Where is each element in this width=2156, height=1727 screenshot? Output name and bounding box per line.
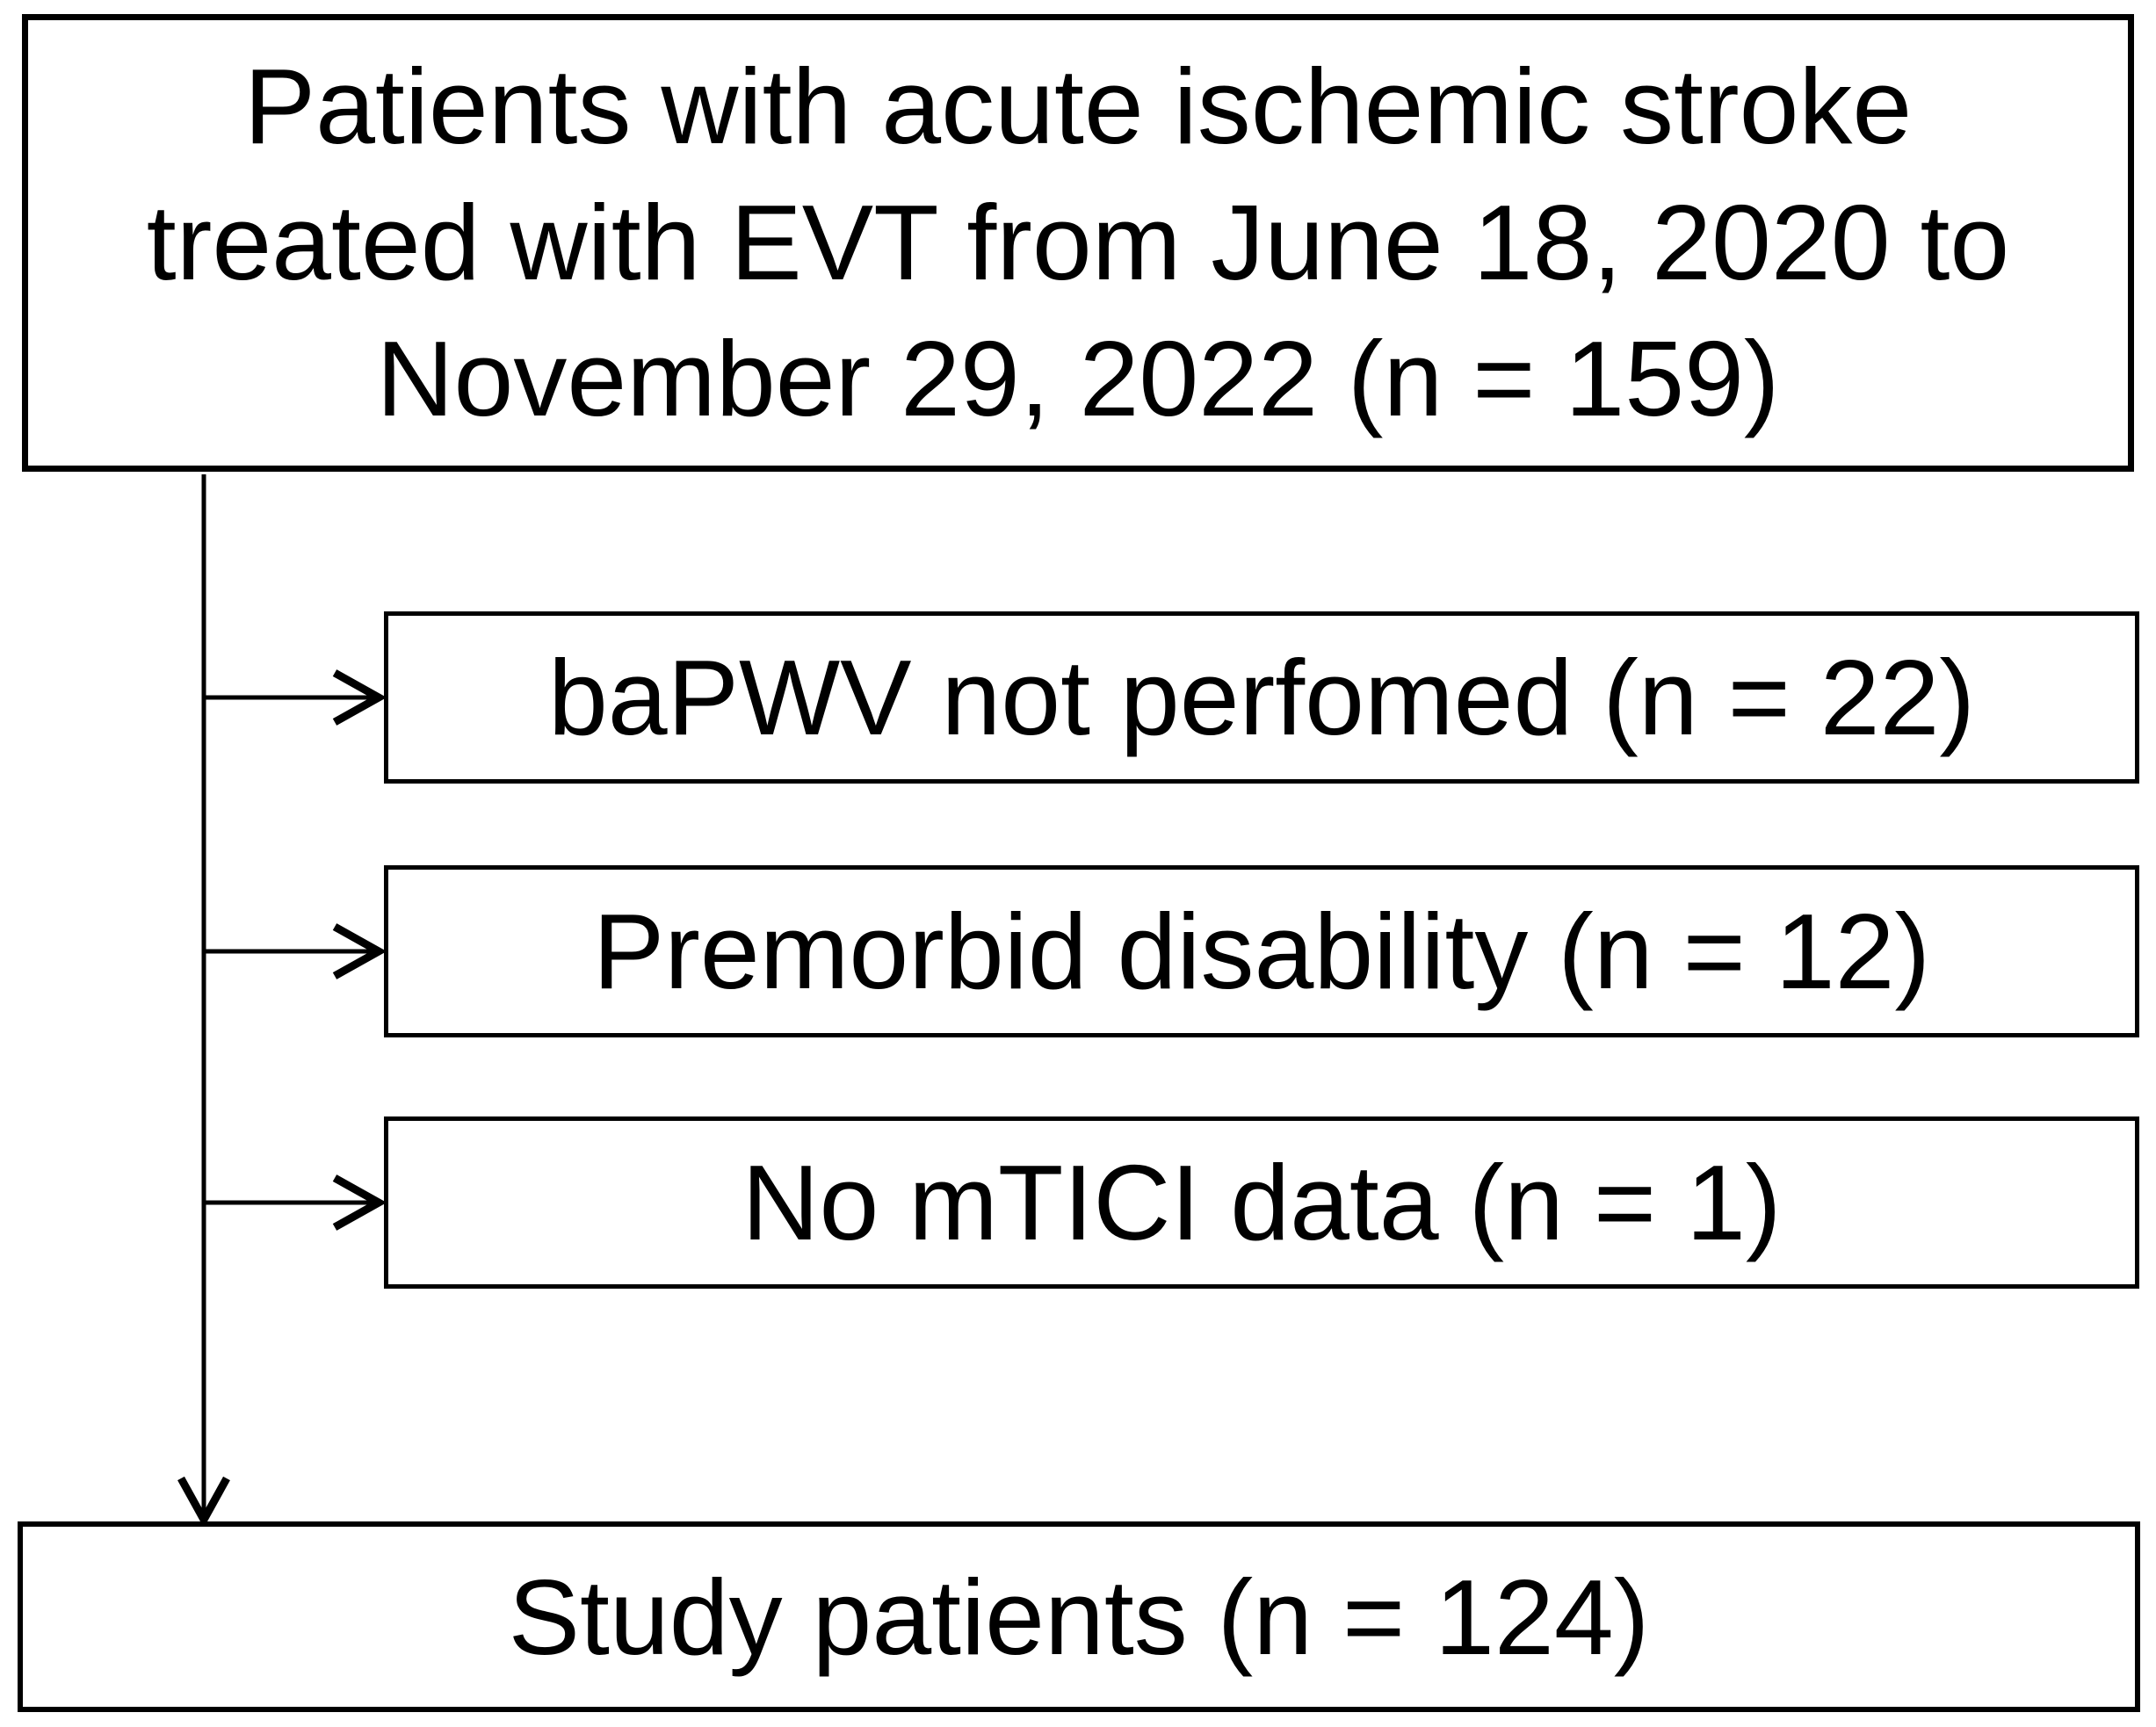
exclusion-label: No mTICI data (n = 1)	[742, 1143, 1782, 1262]
exclusion-label: Premorbid disability (n = 12)	[592, 892, 1931, 1011]
arrowhead-right-icon	[332, 1174, 387, 1231]
arrowhead-right-icon	[332, 923, 387, 979]
exclusion-label: baPWV not perfomed (n = 22)	[547, 638, 1976, 757]
arrowhead-right-icon	[332, 669, 387, 726]
exclusion-box-premorbid-disability: Premorbid disability (n = 12)	[384, 865, 2139, 1037]
source-population-line: treated with EVT from June 18, 2020 to	[146, 183, 2010, 302]
study-population-label: Study patients (n = 124)	[508, 1557, 1650, 1677]
source-population-box: Patients with acute ischemic stroke trea…	[22, 14, 2134, 472]
study-population-box: Study patients (n = 124)	[18, 1521, 2140, 1712]
arrowhead-down-icon	[177, 1476, 230, 1528]
exclusion-box-bapwv-not-performed: baPWV not perfomed (n = 22)	[384, 611, 2139, 784]
exclusion-box-no-mtici-data: No mTICI data (n = 1)	[384, 1116, 2139, 1289]
source-population-line: November 29, 2022 (n = 159)	[376, 319, 1780, 438]
source-population-line: Patients with acute ischemic stroke	[243, 47, 1913, 166]
